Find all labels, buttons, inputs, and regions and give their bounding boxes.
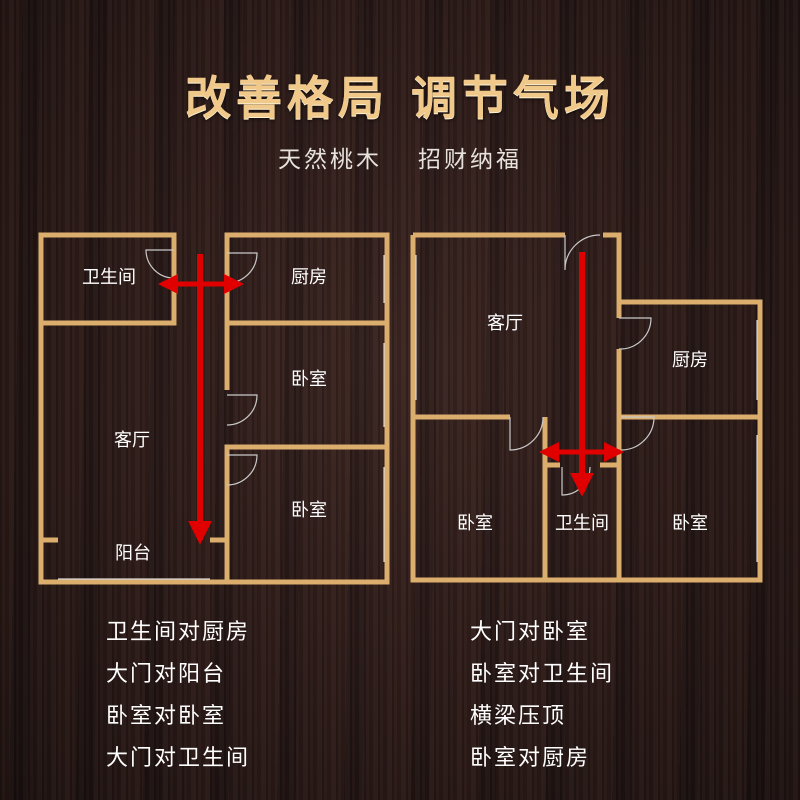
windows-right: [415, 255, 758, 562]
room-label-bedroom-left: 卧室: [457, 513, 493, 534]
walls-right: [410, 232, 763, 583]
wall-living-left: [38, 323, 227, 585]
room-labels-right: 客厅 厨房 卧室 卫生间 卧室: [457, 313, 708, 534]
door-bedroom-bottom: [226, 454, 258, 486]
room-label-bedroom-top: 卧室: [291, 369, 327, 390]
issue-item: 卧室对厨房: [470, 746, 591, 771]
page-title: 改善格局调节气场: [0, 62, 800, 128]
wall-bedroom-bottom: [224, 444, 390, 585]
wall-bathroom: [38, 232, 177, 326]
room-label-kitchen: 厨房: [672, 350, 708, 371]
door-bedroom-top: [226, 394, 258, 426]
subtitle-part-2: 招财纳福: [418, 147, 522, 173]
room-label-balcony: 阳台: [115, 543, 151, 564]
floor-plan-left: 卫生间 厨房 卧室 客厅 卧室 阳台: [38, 232, 390, 585]
title-part-2: 调节气场: [411, 71, 615, 125]
conflict-arrows-right: [539, 252, 624, 497]
door-kitchen: [226, 252, 258, 284]
room-label-bathroom: 卫生间: [555, 513, 609, 534]
conflict-arrows-left: [158, 254, 244, 545]
issue-item: 横梁压顶: [470, 704, 567, 729]
issue-item: 大门对阳台: [106, 662, 227, 687]
issue-list-left: 卫生间对厨房 大门对阳台 卧室对卧室 大门对卫生间: [106, 612, 250, 780]
windows-left: [58, 255, 385, 580]
door-bathroom: [145, 249, 175, 279]
door-kitchen: [618, 317, 652, 350]
issue-item: 大门对卫生间: [106, 746, 251, 771]
floor-plan-right: 客厅 厨房 卧室 卫生间 卧室: [410, 232, 763, 583]
issue-item: 大门对卧室: [470, 620, 591, 645]
issue-list-right: 大门对卧室 卧室对卫生间 横梁压顶 卧室对厨房: [470, 612, 614, 780]
subtitle-part-1: 天然桃木: [278, 147, 382, 173]
room-labels-left: 卫生间 厨房 卧室 客厅 卧室 阳台: [82, 267, 327, 564]
page-subtitle: 天然桃木 招财纳福: [0, 140, 800, 174]
wall-outer: [410, 235, 763, 583]
room-label-kitchen: 厨房: [291, 267, 327, 288]
room-label-bedroom-bottom: 卧室: [291, 500, 327, 521]
issue-item: 卧室对卧室: [106, 704, 227, 729]
door-bathroom: [561, 466, 591, 496]
issue-item: 卧室对卫生间: [470, 662, 615, 687]
room-label-living-room: 客厅: [114, 430, 150, 451]
room-label-bedroom-right: 卧室: [672, 513, 708, 534]
room-label-bathroom: 卫生间: [82, 267, 136, 288]
door-entrance: [564, 234, 601, 271]
issue-item: 卫生间对厨房: [106, 620, 251, 645]
room-label-living-room: 客厅: [487, 313, 523, 334]
door-bedroom-right: [620, 416, 655, 451]
title-part-1: 改善格局: [185, 71, 389, 125]
door-bedroom-left: [509, 416, 544, 451]
